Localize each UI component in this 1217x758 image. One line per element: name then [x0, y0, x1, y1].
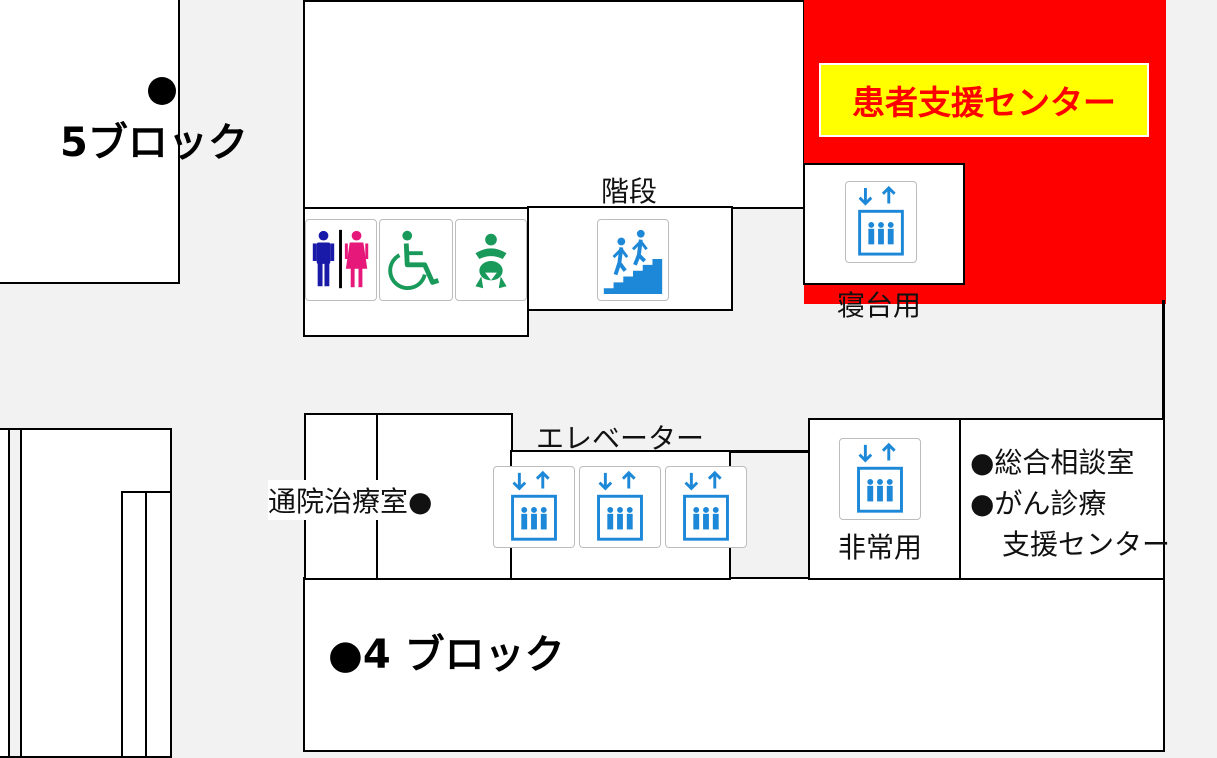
elevator-icon — [665, 466, 747, 548]
consult-line-1: ●総合相談室 — [970, 446, 1135, 479]
emergency-elevator-label: 非常用 — [838, 531, 923, 564]
stairs-label: 階段 — [601, 175, 658, 208]
elevator-icon — [579, 466, 661, 548]
baby-changing-icon — [455, 219, 527, 301]
bed-elevator-icon — [845, 181, 917, 263]
block4-area — [303, 577, 1165, 752]
lower-left-strip-3 — [145, 491, 172, 758]
bed-elevator-label: 寝台用 — [837, 289, 922, 322]
wheelchair-icon — [379, 219, 453, 301]
consult-line-3: 支援センター — [1002, 528, 1171, 561]
elevator-label: エレベーター — [536, 422, 705, 455]
patient-support-banner: 患者支援センター — [819, 63, 1149, 137]
emergency-elevator-icon — [839, 438, 921, 520]
stairs-icon — [597, 219, 669, 301]
block5-marker — [148, 77, 176, 105]
elevator-hall-top-line — [729, 450, 811, 453]
lower-left-strip-1 — [8, 428, 22, 758]
patient-support-label: 患者支援センター — [852, 83, 1116, 122]
elevator-icon — [493, 466, 575, 548]
block5-label: 5ブロック — [60, 120, 248, 166]
restroom-icon — [305, 219, 377, 301]
lower-left-strip-2 — [121, 491, 147, 758]
consult-line-2: ●がん診療 — [970, 487, 1107, 520]
block5-notch — [145, 104, 161, 164]
block4-label: ●4 ブロック — [328, 632, 565, 678]
right-edge-line — [1162, 300, 1165, 420]
outpatient-label: 通院治療室● — [268, 480, 433, 520]
consultation-room — [959, 418, 1165, 580]
upper-central-block — [303, 0, 805, 209]
